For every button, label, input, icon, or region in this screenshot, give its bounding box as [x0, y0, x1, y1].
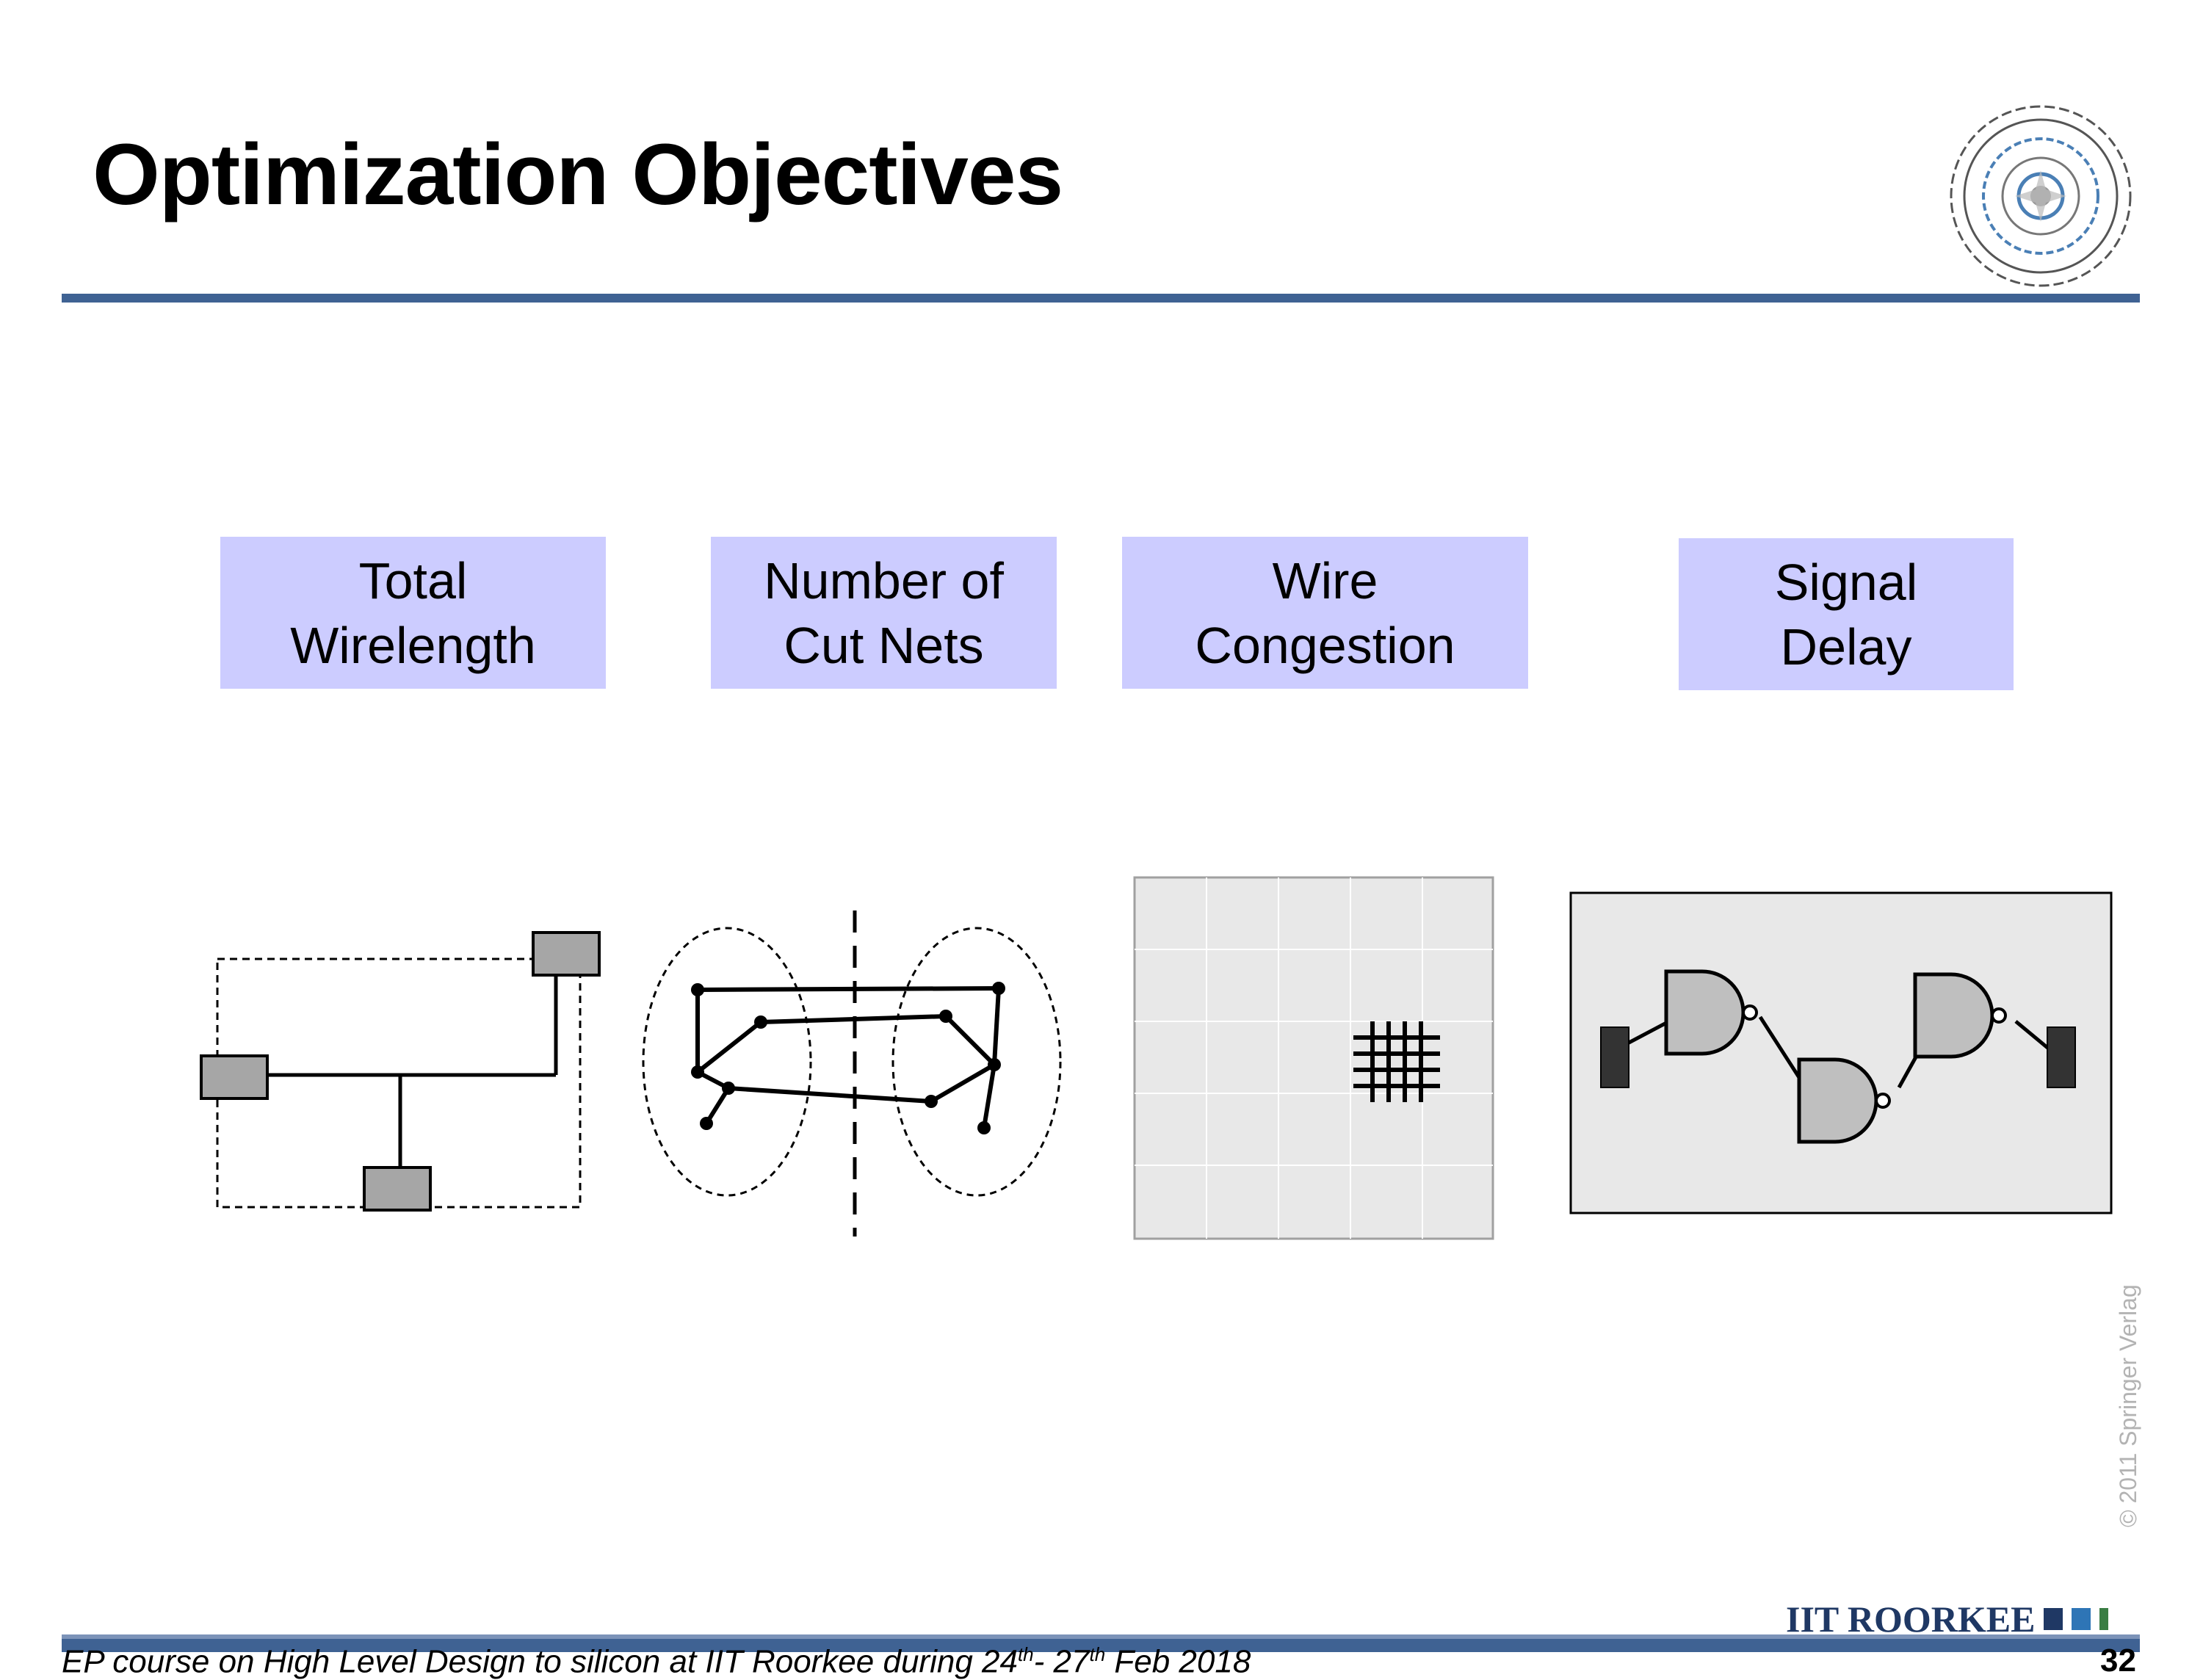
footer-text: EP course on High Level Design to silico…	[62, 1645, 1251, 1679]
copyright-note: © 2011 Springer Verlag	[2115, 1284, 2141, 1527]
objective-line: Wire	[1272, 551, 1378, 609]
objective-total-wirelength: Total Wirelength	[220, 537, 606, 689]
hash-grid-icon	[1353, 1021, 1440, 1102]
slide-title: Optimization Objectives	[93, 126, 1063, 223]
footer-sup: th	[1017, 1643, 1034, 1665]
title-rule	[62, 294, 2140, 303]
objective-line: Wirelength	[290, 616, 536, 674]
wirelength-diagram	[200, 931, 601, 1212]
brand-text: IIT ROORKEE	[1786, 1598, 2036, 1640]
nand-gate	[1913, 972, 1994, 1059]
page-number: 32	[2100, 1643, 2136, 1679]
footer-rule	[62, 1634, 2140, 1639]
brand-square-icon	[2044, 1608, 2063, 1630]
footer-text-part: Feb 2018	[1105, 1643, 1251, 1680]
iit-roorkee-seal-icon	[1950, 105, 2132, 287]
pin-output	[2047, 1027, 2076, 1088]
module-block	[200, 1054, 269, 1100]
objective-line: Congestion	[1195, 616, 1455, 674]
brand-square-icon	[2072, 1608, 2091, 1630]
objective-line: Total	[358, 551, 468, 609]
module-block	[532, 931, 601, 977]
wire-congestion-diagram	[1133, 876, 1494, 1240]
objective-signal-delay: Signal Delay	[1679, 538, 2014, 690]
pin-input	[1600, 1027, 1629, 1088]
cut-nets-diagram	[642, 910, 1062, 1237]
signal-delay-diagram	[1569, 891, 2113, 1214]
footer-sup: th	[1089, 1643, 1106, 1665]
objective-line: Delay	[1780, 618, 1912, 676]
footer-bar	[62, 1639, 2140, 1652]
partition-right	[891, 927, 1062, 1197]
footer-text-part: EP course on High Level Design to silico…	[62, 1643, 1018, 1680]
objective-wire-congestion: Wire Congestion	[1122, 537, 1528, 689]
nand-gate	[1664, 969, 1746, 1056]
objective-line: Number of	[764, 551, 1004, 609]
footer-text-part: - 27	[1033, 1643, 1090, 1680]
objective-line: Signal	[1774, 553, 1918, 611]
nand-gate	[1797, 1057, 1878, 1144]
module-block	[363, 1166, 432, 1212]
brand-square-icon	[2099, 1608, 2109, 1630]
brand-wordmark: IIT ROORKEE	[1786, 1598, 2109, 1640]
partition-left	[642, 927, 812, 1197]
objective-cut-nets: Number of Cut Nets	[711, 537, 1057, 689]
objective-line: Cut Nets	[784, 616, 984, 674]
